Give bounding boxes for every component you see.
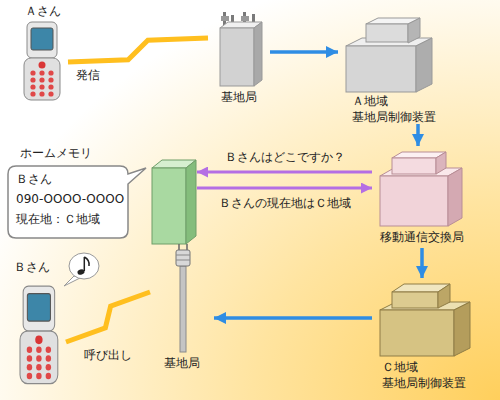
ringtone-bubble (64, 253, 99, 286)
node-label: ホームメモリ (20, 146, 92, 160)
edge-label-holder: Ｂさんの現在地はＣ地域 (219, 196, 351, 210)
mobile-switching-center: 移動通信交換局 (372, 146, 472, 248)
edge-label-holder: 発信 (76, 68, 100, 82)
node-label: Ａ地域 (352, 94, 388, 108)
node-label: Ｂさん (14, 260, 50, 274)
building-side (436, 152, 446, 174)
edge-label-holder: Ｂさんはどこですか？ (225, 150, 345, 164)
antenna-panel (241, 16, 249, 21)
building-front (392, 292, 438, 308)
building-front (220, 28, 254, 86)
query-arrow (197, 187, 372, 190)
building-side (254, 22, 262, 86)
building-side (186, 160, 196, 244)
building-side (448, 168, 462, 226)
radio-wave (66, 292, 150, 342)
query-arrow (197, 171, 372, 174)
edge-label: 呼び出し (84, 348, 132, 362)
tower-spike (186, 244, 188, 250)
antenna-tower (176, 244, 190, 352)
signal-arrow (420, 248, 424, 278)
node-label: 基地局 (164, 356, 200, 370)
edge-label: Ｂさんの現在地はＣ地域 (219, 196, 351, 210)
node-label: 基地局 (221, 90, 257, 104)
edge-label: Ｂさんはどこですか？ (225, 150, 345, 164)
tower-pole (180, 266, 186, 352)
tower-spike (178, 244, 180, 250)
building-front (380, 310, 454, 356)
callee-phone: Ｂさん (8, 258, 66, 390)
base-station-controller: Ｃ地域基地局制御装置 (372, 278, 490, 396)
antenna-band (176, 255, 190, 256)
building-side (438, 284, 450, 308)
callee-phone (20, 286, 58, 384)
music-note (84, 257, 89, 266)
controller-building (380, 284, 470, 356)
music-note (84, 257, 86, 271)
edge-label: 発信 (76, 68, 100, 82)
building-front (346, 46, 416, 92)
base-station-controller: Ａ地域基地局制御装置 (338, 10, 450, 124)
edge-label-holder: 呼び出し (84, 348, 132, 362)
node-label: Ａさん (25, 4, 61, 18)
node-label: 090-OOOO-OOOO (16, 192, 124, 206)
node-label: Ｃ地域 (382, 360, 418, 374)
node-label: 基地局制御装置 (352, 110, 436, 124)
node-label: 基地局制御装置 (382, 376, 466, 390)
home-memory-building (152, 160, 196, 244)
node-label: Ｂさん (16, 172, 52, 186)
memory-callout (8, 166, 146, 238)
building-side (416, 38, 432, 92)
tower-antenna (176, 250, 190, 266)
home-memory: ホームメモリ Ｂさん 090-OOOO-OOOO 現在地：Ｃ地域 (4, 140, 197, 250)
base-station: 基地局 (208, 10, 270, 106)
building-front (392, 158, 436, 174)
building-side (454, 302, 470, 356)
node-label: 現在地：Ｃ地域 (16, 212, 100, 226)
controller-building (346, 18, 432, 92)
signal-arrow (214, 316, 372, 320)
caller-phone (24, 22, 60, 100)
antenna-band (176, 260, 190, 261)
signal-arrow (270, 50, 338, 54)
caller-phone: Ａさん (18, 2, 68, 106)
radio-wave (68, 38, 208, 62)
signal-arrow (416, 124, 420, 146)
building-front (380, 176, 448, 226)
antenna-panel (221, 16, 229, 21)
bubble (69, 253, 99, 279)
building-front (366, 24, 408, 42)
building-front (152, 168, 186, 244)
base-station-building (220, 12, 262, 86)
exchange-building (380, 152, 462, 226)
building-side (408, 18, 420, 43)
base-station: 基地局 (150, 246, 214, 372)
node-label: 移動通信交換局 (380, 230, 464, 244)
